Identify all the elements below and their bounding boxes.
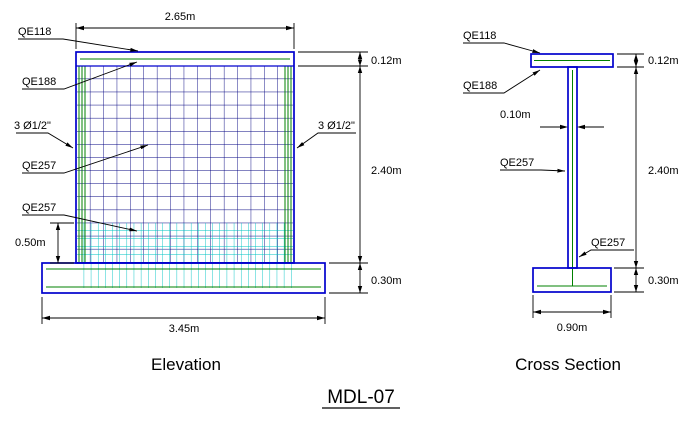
cross-section-view: QE118 QE188 0.10m QE257 QE257 0.12m 2.40… [463,30,679,374]
label-bars-left: 3 Ø1/2" [14,120,51,132]
dim-stem-width: 0.10m [500,109,531,121]
cyan-mesh-area [77,223,293,263]
cross-section-dim-arrows [533,54,639,315]
label-cs-qe257-mid: QE257 [500,157,534,169]
leader-bars-left [16,132,74,149]
dim-cs-wall-height: 2.40m [648,165,679,177]
footing-outline [41,262,326,294]
dim-cs-footing-width: 0.90m [557,322,588,334]
label-qe257-mid: QE257 [22,160,56,172]
label-qe118: QE118 [18,26,51,38]
dim-footing-width: 3.45m [169,323,200,335]
label-cs-qe118: QE118 [463,30,496,42]
dim-cs-cap-height: 0.12m [648,55,679,67]
cross-section-dim-lines [532,53,644,318]
elevation-wall-mesh [77,66,293,288]
dim-lower-zone-height: 0.50m [15,237,46,249]
cyan-dowels-footing [77,263,293,288]
elevation-leaders [16,38,356,232]
leader-cs-qe118 [463,42,541,54]
leader-qe188 [22,61,138,90]
dim-footing-height: 0.30m [371,275,402,287]
label-cs-qe188: QE188 [463,80,497,92]
leader-qe257-low [22,214,138,232]
elevation-view: 2.65m 0.12m 2.40m 0.30m 3.45m 0.50m QE11… [14,11,402,374]
leader-bars-right [296,132,356,149]
label-qe188: QE188 [22,76,56,88]
elevation-dim-arrows [42,25,363,321]
leader-cs-qe257-low [578,249,634,258]
dim-cap-height: 0.12m [371,55,402,67]
drawing-title: MDL-07 [327,387,395,408]
leader-cs-qe257-mid [500,168,566,173]
leader-cs-qe188 [463,69,541,94]
elevation-caption: Elevation [151,355,221,374]
elevation-edge-bars [46,58,321,288]
label-bars-right: 3 Ø1/2" [318,120,355,132]
label-cs-qe257-low: QE257 [591,237,625,249]
leader-qe257-mid [22,144,149,174]
dim-cs-footing-height: 0.30m [648,275,679,287]
cross-section-caption: Cross Section [515,355,621,374]
drawing-title-block: MDL-07 [322,387,400,409]
cross-section-outline [530,53,614,293]
dim-top-width: 2.65m [165,11,196,23]
cross-section-rebar [534,60,610,287]
label-qe257-low: QE257 [22,202,56,214]
dim-wall-height: 2.40m [371,165,402,177]
leader-qe118 [18,38,139,52]
cross-section-leaders [463,42,634,258]
elevation-outline [41,51,326,294]
footing-section-outline [532,267,612,293]
